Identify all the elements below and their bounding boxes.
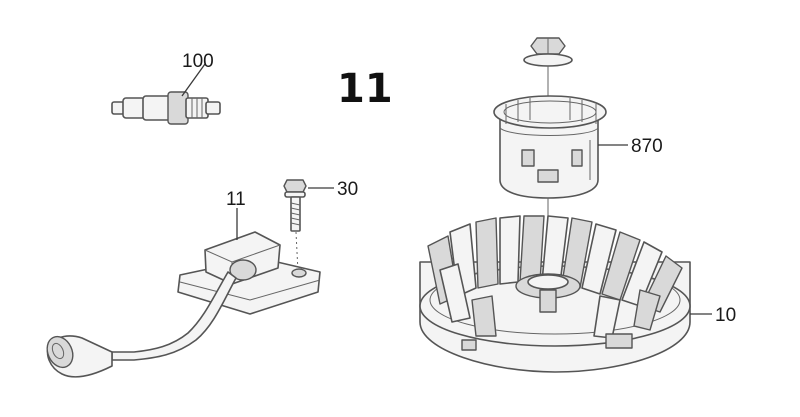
starter-cup-callout: 870 — [631, 136, 663, 157]
ignition-coil-part — [46, 231, 321, 378]
spark-plug-leader — [181, 63, 206, 97]
bolt-small-part — [283, 179, 307, 232]
spark-plug-part — [111, 91, 221, 125]
starter-cup-part — [493, 95, 607, 199]
flywheel-part — [419, 215, 691, 373]
flywheel-callout: 10 — [715, 305, 736, 326]
flange-nut-part — [523, 37, 573, 67]
ignition-coil-callout: 11 — [226, 189, 246, 210]
bolt-small-callout: 30 — [337, 179, 358, 200]
spark-plug-callout: 100 — [182, 51, 214, 72]
bolt-alignment-line — [295, 231, 299, 273]
group-number: 11 — [337, 66, 393, 112]
